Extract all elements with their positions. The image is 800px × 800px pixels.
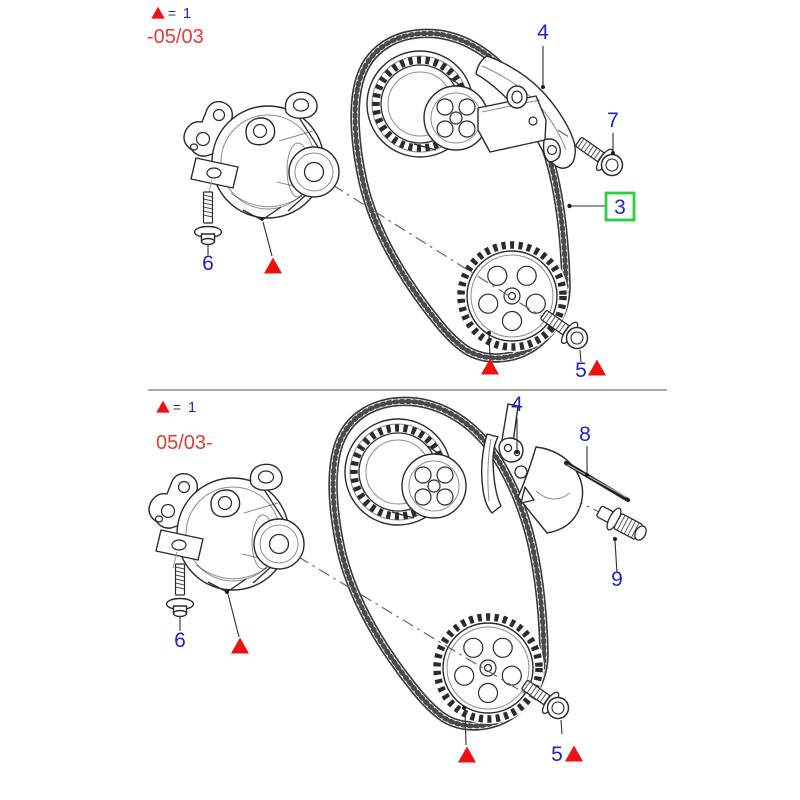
oil-pump	[148, 463, 305, 594]
assembly-marker-icon	[588, 359, 606, 376]
legend-bottom: = 1	[156, 399, 196, 416]
chain-guard	[475, 55, 576, 169]
leader-lines	[179, 418, 618, 746]
legend-marker-icon	[156, 400, 170, 413]
crankshaft-sprocket	[432, 612, 544, 724]
panel-top-diagram: = 1 -05/03 4 7 3 6 5	[147, 5, 636, 382]
callout-3-timing-chain[interactable]: 3	[614, 196, 626, 219]
camshaft-sprocket	[367, 51, 488, 157]
callout-8-rod[interactable]: 8	[579, 423, 591, 446]
legend-equals: =	[173, 399, 181, 415]
callout-5-crank-bolt[interactable]: 5	[575, 359, 587, 382]
callout-7-guard-bolt[interactable]: 7	[607, 109, 619, 132]
legend-ref-number: 1	[188, 399, 196, 416]
legend-marker-icon	[151, 6, 165, 19]
assembly-marker-icon	[458, 746, 476, 763]
callout-3-highlighted[interactable]: 3	[604, 191, 636, 222]
panel-bottom-diagram: = 1 05/03- 4 8 9 6 5	[148, 393, 652, 766]
oil-pump-bolt	[193, 191, 223, 246]
variant-label-bottom: 05/03-	[156, 432, 213, 454]
chain-tensioner	[480, 403, 584, 534]
tensioner-bolt	[592, 499, 652, 547]
guard-bolt	[570, 130, 629, 183]
camshaft-sprocket	[345, 419, 466, 525]
legend-ref-number: 1	[183, 5, 191, 22]
callout-4-chain-guard[interactable]: 4	[537, 21, 549, 44]
assembly-marker-icon	[231, 637, 249, 654]
variant-label-top: -05/03	[147, 26, 204, 48]
tensioner-rod	[563, 460, 631, 503]
leader-lines	[207, 46, 615, 363]
alignment-axis-line	[276, 543, 537, 701]
crankshaft-sprocket	[456, 240, 568, 352]
oil-pump-bolt	[165, 563, 195, 618]
callout-5-crank-bolt[interactable]: 5	[551, 743, 563, 766]
callout-9-tensioner-bolt[interactable]: 9	[611, 568, 623, 591]
legend-top: = 1	[151, 5, 191, 22]
panel-divider	[148, 389, 667, 391]
assembly-marker-icon	[264, 257, 282, 274]
callout-6-pump-bolt[interactable]: 6	[202, 252, 214, 275]
tensioner-axis-line	[527, 475, 602, 514]
callout-6-pump-bolt[interactable]: 6	[174, 629, 186, 652]
legend-equals: =	[168, 5, 176, 21]
assembly-marker-icon	[565, 745, 583, 762]
callout-4-tensioner[interactable]: 4	[511, 393, 523, 416]
